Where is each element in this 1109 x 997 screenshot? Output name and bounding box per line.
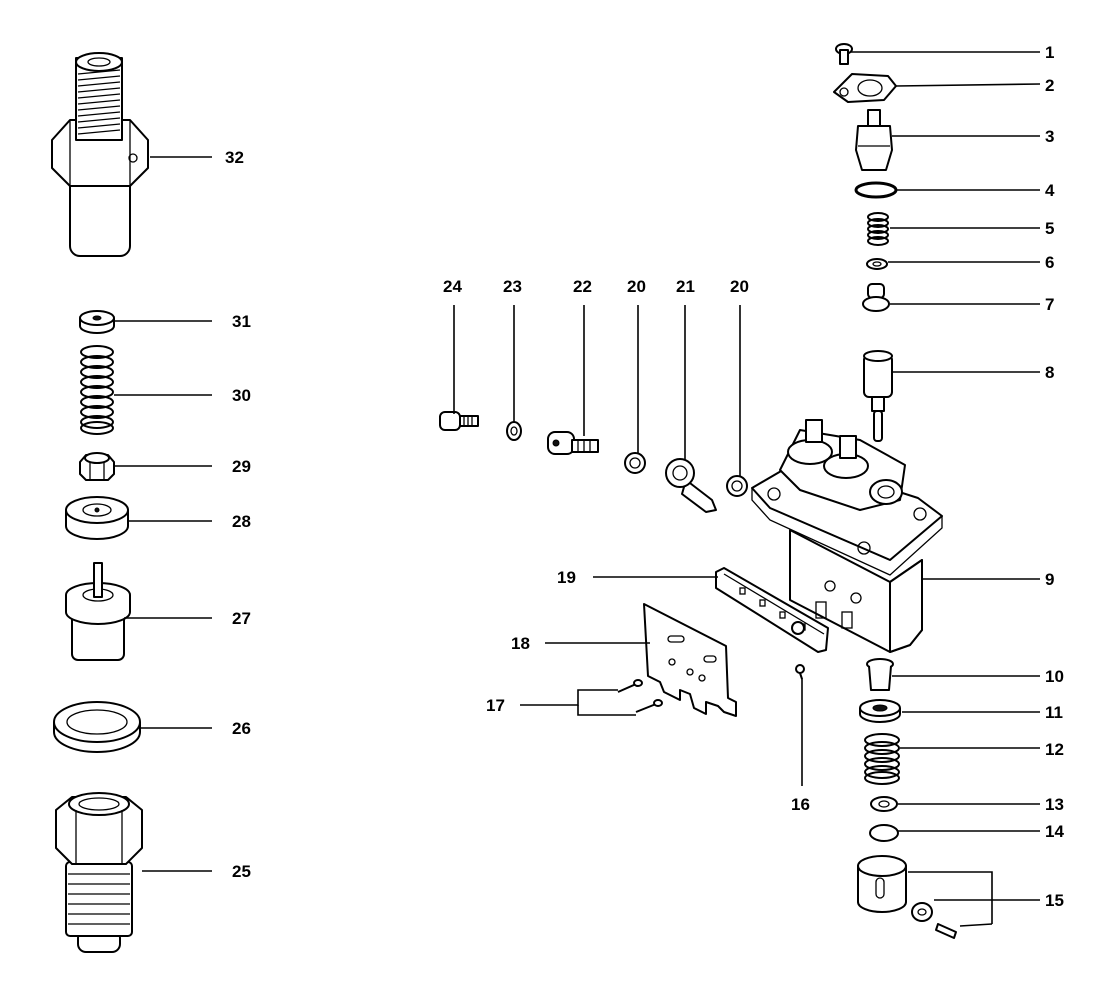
callout-5: 5 bbox=[1045, 219, 1054, 238]
callout-31: 31 bbox=[232, 312, 251, 331]
part-29-adjusting-nut bbox=[79, 452, 115, 481]
part-9-pump-housing bbox=[751, 419, 943, 653]
part-26-gasket bbox=[53, 701, 141, 753]
callout-22: 22 bbox=[573, 277, 592, 296]
callout-28: 28 bbox=[232, 512, 251, 531]
part-14-shim bbox=[869, 824, 899, 842]
part-2-stopper-plate bbox=[833, 73, 897, 103]
callout-21: 21 bbox=[676, 277, 695, 296]
part-15-tappet-assembly bbox=[857, 855, 957, 939]
part-7-delivery-valve bbox=[862, 283, 890, 312]
callout-10: 10 bbox=[1045, 667, 1064, 686]
callout-25: 25 bbox=[232, 862, 251, 881]
callout-32: 32 bbox=[225, 148, 244, 167]
part-31-washer bbox=[79, 310, 115, 334]
callout-13: 13 bbox=[1045, 795, 1064, 814]
part-17-screws bbox=[617, 679, 663, 713]
part-1-screw bbox=[835, 43, 853, 65]
callout-27: 27 bbox=[232, 609, 251, 628]
callout-numbers: 1 2 3 4 5 6 7 8 9 10 11 12 13 14 15 16 1… bbox=[225, 43, 1064, 910]
part-18-cover-plate bbox=[643, 603, 737, 717]
part-12-plunger-spring bbox=[864, 733, 900, 785]
part-23-washer bbox=[506, 421, 522, 441]
callout-18: 18 bbox=[511, 634, 530, 653]
part-28-distance-piece bbox=[65, 496, 129, 540]
part-27-nozzle-piece bbox=[65, 562, 131, 661]
part-13-lower-spring-seat bbox=[870, 796, 898, 812]
callout-6: 6 bbox=[1045, 253, 1054, 272]
part-11-spring-seat bbox=[859, 699, 901, 723]
callout-7: 7 bbox=[1045, 295, 1054, 314]
callout-20a: 20 bbox=[627, 277, 646, 296]
part-32-nozzle-holder bbox=[51, 52, 149, 257]
callout-11: 11 bbox=[1045, 703, 1063, 722]
part-10-guide bbox=[866, 658, 894, 691]
callout-8: 8 bbox=[1045, 363, 1054, 382]
part-6-washer bbox=[866, 258, 888, 270]
callout-20b: 20 bbox=[730, 277, 749, 296]
callout-9: 9 bbox=[1045, 570, 1054, 589]
callout-16: 16 bbox=[791, 795, 810, 814]
callout-1: 1 bbox=[1045, 43, 1054, 62]
callout-19: 19 bbox=[557, 568, 576, 587]
callout-2: 2 bbox=[1045, 76, 1054, 95]
part-20-gasket-left bbox=[624, 452, 646, 474]
part-30-spring bbox=[80, 345, 114, 435]
callout-15: 15 bbox=[1045, 891, 1064, 910]
callout-23: 23 bbox=[503, 277, 522, 296]
callout-12: 12 bbox=[1045, 740, 1064, 759]
callout-26: 26 bbox=[232, 719, 251, 738]
part-22-eye-bolt bbox=[547, 431, 599, 455]
callout-29: 29 bbox=[232, 457, 251, 476]
callout-14: 14 bbox=[1045, 822, 1064, 841]
part-20-gasket-right bbox=[726, 475, 748, 497]
callout-4: 4 bbox=[1045, 181, 1055, 200]
callout-3: 3 bbox=[1045, 127, 1054, 146]
part-21-banjo-fitting bbox=[665, 458, 717, 513]
part-25-nozzle-nut bbox=[55, 792, 143, 953]
part-8-plunger bbox=[863, 350, 893, 442]
part-3-delivery-valve-holder bbox=[855, 109, 893, 171]
callout-24: 24 bbox=[443, 277, 462, 296]
part-16-pin bbox=[795, 664, 805, 680]
callout-30: 30 bbox=[232, 386, 251, 405]
part-5-spring bbox=[867, 212, 889, 246]
callout-17: 17 bbox=[486, 696, 505, 715]
part-19-control-rack bbox=[715, 567, 829, 653]
leader-lines bbox=[114, 51, 1041, 927]
part-24-bolt bbox=[439, 411, 479, 431]
part-4-o-ring bbox=[854, 181, 898, 199]
